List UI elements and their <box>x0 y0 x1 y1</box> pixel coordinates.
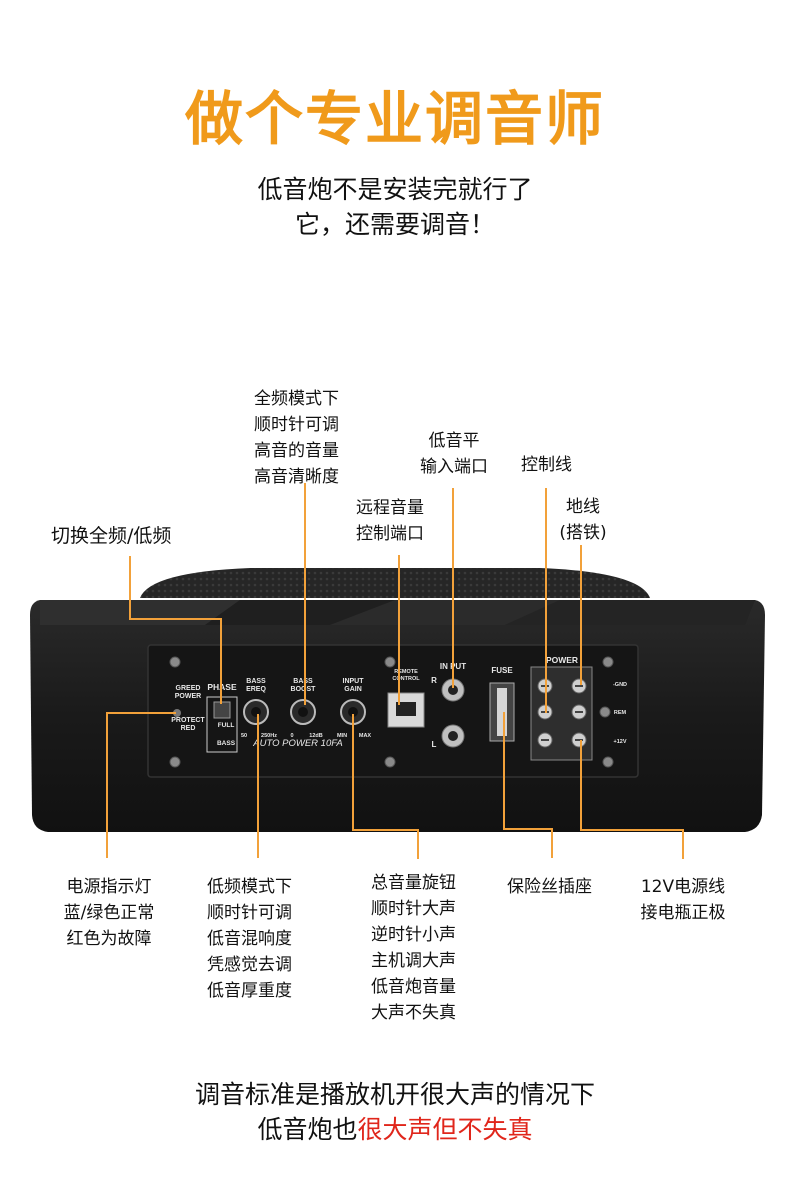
remote-label-1: REMOTE <box>394 669 418 675</box>
in-r-label: R <box>431 676 437 685</box>
p12v-label: +12V <box>614 739 627 745</box>
protect-label: PROTECT <box>171 717 205 724</box>
bass-ereq-label-2: EREQ <box>246 686 266 693</box>
power-led-icon <box>173 709 181 717</box>
bass-boost-label-2: BOOST <box>291 686 317 693</box>
callout-bass-freq: 低频模式下顺时针可调低音混响度 凭感觉去调低音厚重度 <box>207 877 292 1001</box>
callout-gain: 总音量旋钮顺时针大声逆时针小声 主机调大声低音炮音量大声不失真 <box>371 873 456 1023</box>
callout-12v: 12V电源线接电瓶正极 <box>640 877 726 923</box>
gain-max: MAX <box>359 733 372 739</box>
phase-label: PHASE <box>207 682 237 692</box>
model-label: AUTO POWER 10FA <box>252 738 342 749</box>
greed-label: GREED <box>176 685 201 692</box>
gain-min: MIN <box>337 733 347 739</box>
ereq-min: 50 <box>241 733 247 739</box>
rca-input-l-icon <box>441 724 465 748</box>
remote-label-2: CONTROL <box>392 676 420 682</box>
in-l-label: L <box>432 740 437 749</box>
callout-switch: 切换全频/低频 <box>51 525 172 547</box>
bass-ereq-knob-icon <box>243 699 269 725</box>
speaker-grille <box>140 568 650 598</box>
callout-power-led: 电源指示灯蓝/绿色正常红色为故障 <box>63 877 155 949</box>
footer-line-2-black: 低音炮也 <box>257 1115 358 1144</box>
footer-line-2: 低音炮也很大声但不失真 <box>0 1110 790 1146</box>
input-gain-label-1: INPUT <box>343 678 365 685</box>
red-label: RED <box>181 725 196 732</box>
footer-line-2-red: 很大声但不失真 <box>357 1115 533 1144</box>
bass-boost-knob-icon <box>290 699 316 725</box>
gnd-label: -GND <box>613 682 627 688</box>
boost-max: 12dB <box>309 733 322 739</box>
bass-ereq-label-1: BASS <box>246 678 266 685</box>
callout-control: 控制线 <box>521 455 572 475</box>
fuse-label: FUSE <box>491 666 513 675</box>
callout-input: 低音平输入端口 <box>420 431 488 477</box>
input-gain-knob-icon <box>340 699 366 725</box>
callout-fuse: 保险丝插座 <box>507 877 592 897</box>
subtitle-line-1: 低音炮不是安装完就行了 <box>257 175 533 204</box>
footer-line-1: 调音标准是播放机开很大声的情况下 <box>194 1080 595 1109</box>
callout-remote: 远程音量控制端口 <box>356 498 424 544</box>
bass-boost-label-1: BASS <box>293 678 313 685</box>
page-title: 做个专业调音师 <box>184 85 605 153</box>
phase-switch <box>213 701 231 719</box>
power-led-label: POWER <box>175 693 201 700</box>
bass-label: BASS <box>217 740 236 747</box>
ereq-max: 250Hz <box>261 733 277 739</box>
rem-label: REM <box>614 710 627 716</box>
power-label: POWER <box>546 655 578 665</box>
callout-ground: 地线(搭铁) <box>559 497 607 543</box>
full-label: FULL <box>218 722 235 729</box>
boost-min: 0 <box>290 733 293 739</box>
callout-treble: 全频模式下顺时针可调 高音的音量高音清晰度 <box>254 389 339 487</box>
subtitle-line-2: 它，还需要调音！ <box>294 210 495 239</box>
input-gain-label-2: GAIN <box>344 686 362 693</box>
